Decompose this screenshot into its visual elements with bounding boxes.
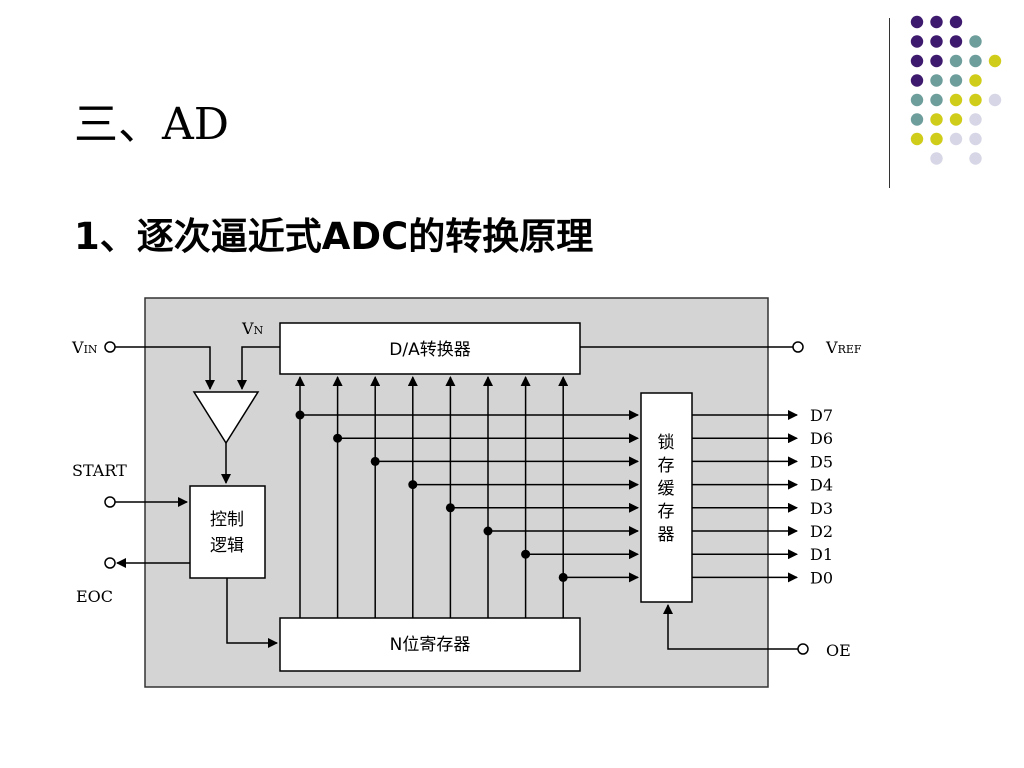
sar-register-label: N位寄存器 <box>390 635 471 655</box>
decorative-dot <box>910 74 924 87</box>
svg-text:控制逻辑: 控制逻辑 <box>210 510 244 556</box>
dac-block <box>279 322 581 375</box>
control-logic-label-line: 逻辑 <box>210 536 244 556</box>
decorative-dot <box>910 113 924 126</box>
junction-dot <box>333 433 343 443</box>
vin-label: VIN <box>71 338 98 357</box>
decorative-dot <box>949 132 963 146</box>
output-label: D5 <box>810 452 833 471</box>
output-label: D0 <box>810 568 833 587</box>
decorative-dot <box>969 93 982 107</box>
oe-label: OE <box>826 641 851 660</box>
junction-dot <box>558 572 568 582</box>
decorative-dot <box>930 54 943 68</box>
decorative-dot <box>988 54 1002 68</box>
output-label: D6 <box>810 429 833 448</box>
vref-label: VREF <box>825 338 862 357</box>
decorative-dot <box>969 54 982 68</box>
decorative-dot <box>930 15 943 29</box>
junction-dot <box>370 456 380 466</box>
title-divider <box>889 18 890 188</box>
decorative-dot <box>949 74 963 87</box>
oe-wire <box>663 604 798 650</box>
decorative-dot <box>910 35 924 48</box>
vin-terminal <box>104 341 116 353</box>
control-logic-label: 控制逻辑 <box>210 510 244 556</box>
slide-subtitle: 1、逐次逼近式ADC的转换原理 <box>74 215 594 258</box>
junction-dot <box>295 410 305 420</box>
decorative-dot <box>949 93 963 107</box>
decorative-dot <box>949 15 963 29</box>
decorative-dot <box>969 132 982 146</box>
decorative-dot <box>910 93 924 107</box>
decorative-dot <box>969 113 982 126</box>
output-label: D7 <box>810 406 833 425</box>
vin-wire <box>115 346 215 390</box>
decorative-dot <box>969 35 982 48</box>
latch-buffer-label-char: 存 <box>658 502 675 522</box>
start-label: START <box>72 461 127 480</box>
latch-buffer-label-char: 锁 <box>658 433 675 453</box>
decorative-dot <box>930 74 943 87</box>
junction-dot <box>521 549 531 559</box>
decorative-dot <box>988 93 1002 107</box>
slide-title: 三、AD <box>74 99 230 150</box>
control-logic-block <box>189 485 266 579</box>
sar-register-block <box>279 617 581 672</box>
decorative-dot <box>969 74 982 87</box>
eoc-label: EOC <box>76 587 113 606</box>
junction-dot <box>408 480 418 490</box>
decorative-dot <box>930 93 943 107</box>
latch-buffer-label-char: 存 <box>658 456 675 476</box>
vn-label: VN <box>241 319 264 338</box>
decorative-dot <box>949 35 963 48</box>
latch-buffer-label-char: 缓 <box>658 479 675 499</box>
decorative-dot <box>969 152 982 165</box>
oe-terminal <box>797 643 809 655</box>
decorative-dot-grid <box>910 15 1002 165</box>
decorative-dot <box>930 132 943 146</box>
decorative-dot <box>949 54 963 68</box>
output-label: D1 <box>810 545 833 564</box>
decorative-dot <box>910 15 924 29</box>
decorative-dot <box>910 54 924 68</box>
junction-dot <box>445 503 455 513</box>
decorative-dot <box>930 113 943 126</box>
control-logic-label-line: 控制 <box>210 510 244 530</box>
vn-wire <box>237 346 280 390</box>
control-to-register-wire <box>226 578 278 648</box>
decorative-dot <box>930 35 943 48</box>
bit-lines <box>295 376 639 618</box>
comparator <box>192 391 260 445</box>
latch-buffer-block <box>640 392 693 603</box>
output-label: D2 <box>810 522 833 541</box>
dac-label: D/A转换器 <box>389 340 470 360</box>
eoc-terminal <box>104 557 116 569</box>
output-label: D4 <box>810 476 833 495</box>
decorative-dot <box>910 132 924 146</box>
latch-buffer-label-char: 器 <box>658 525 675 545</box>
junction-dot <box>483 526 493 536</box>
decorative-dot <box>949 113 963 126</box>
vref-terminal <box>792 341 804 353</box>
start-terminal <box>104 496 116 508</box>
decorative-dot <box>930 152 943 165</box>
output-label: D3 <box>810 499 833 518</box>
